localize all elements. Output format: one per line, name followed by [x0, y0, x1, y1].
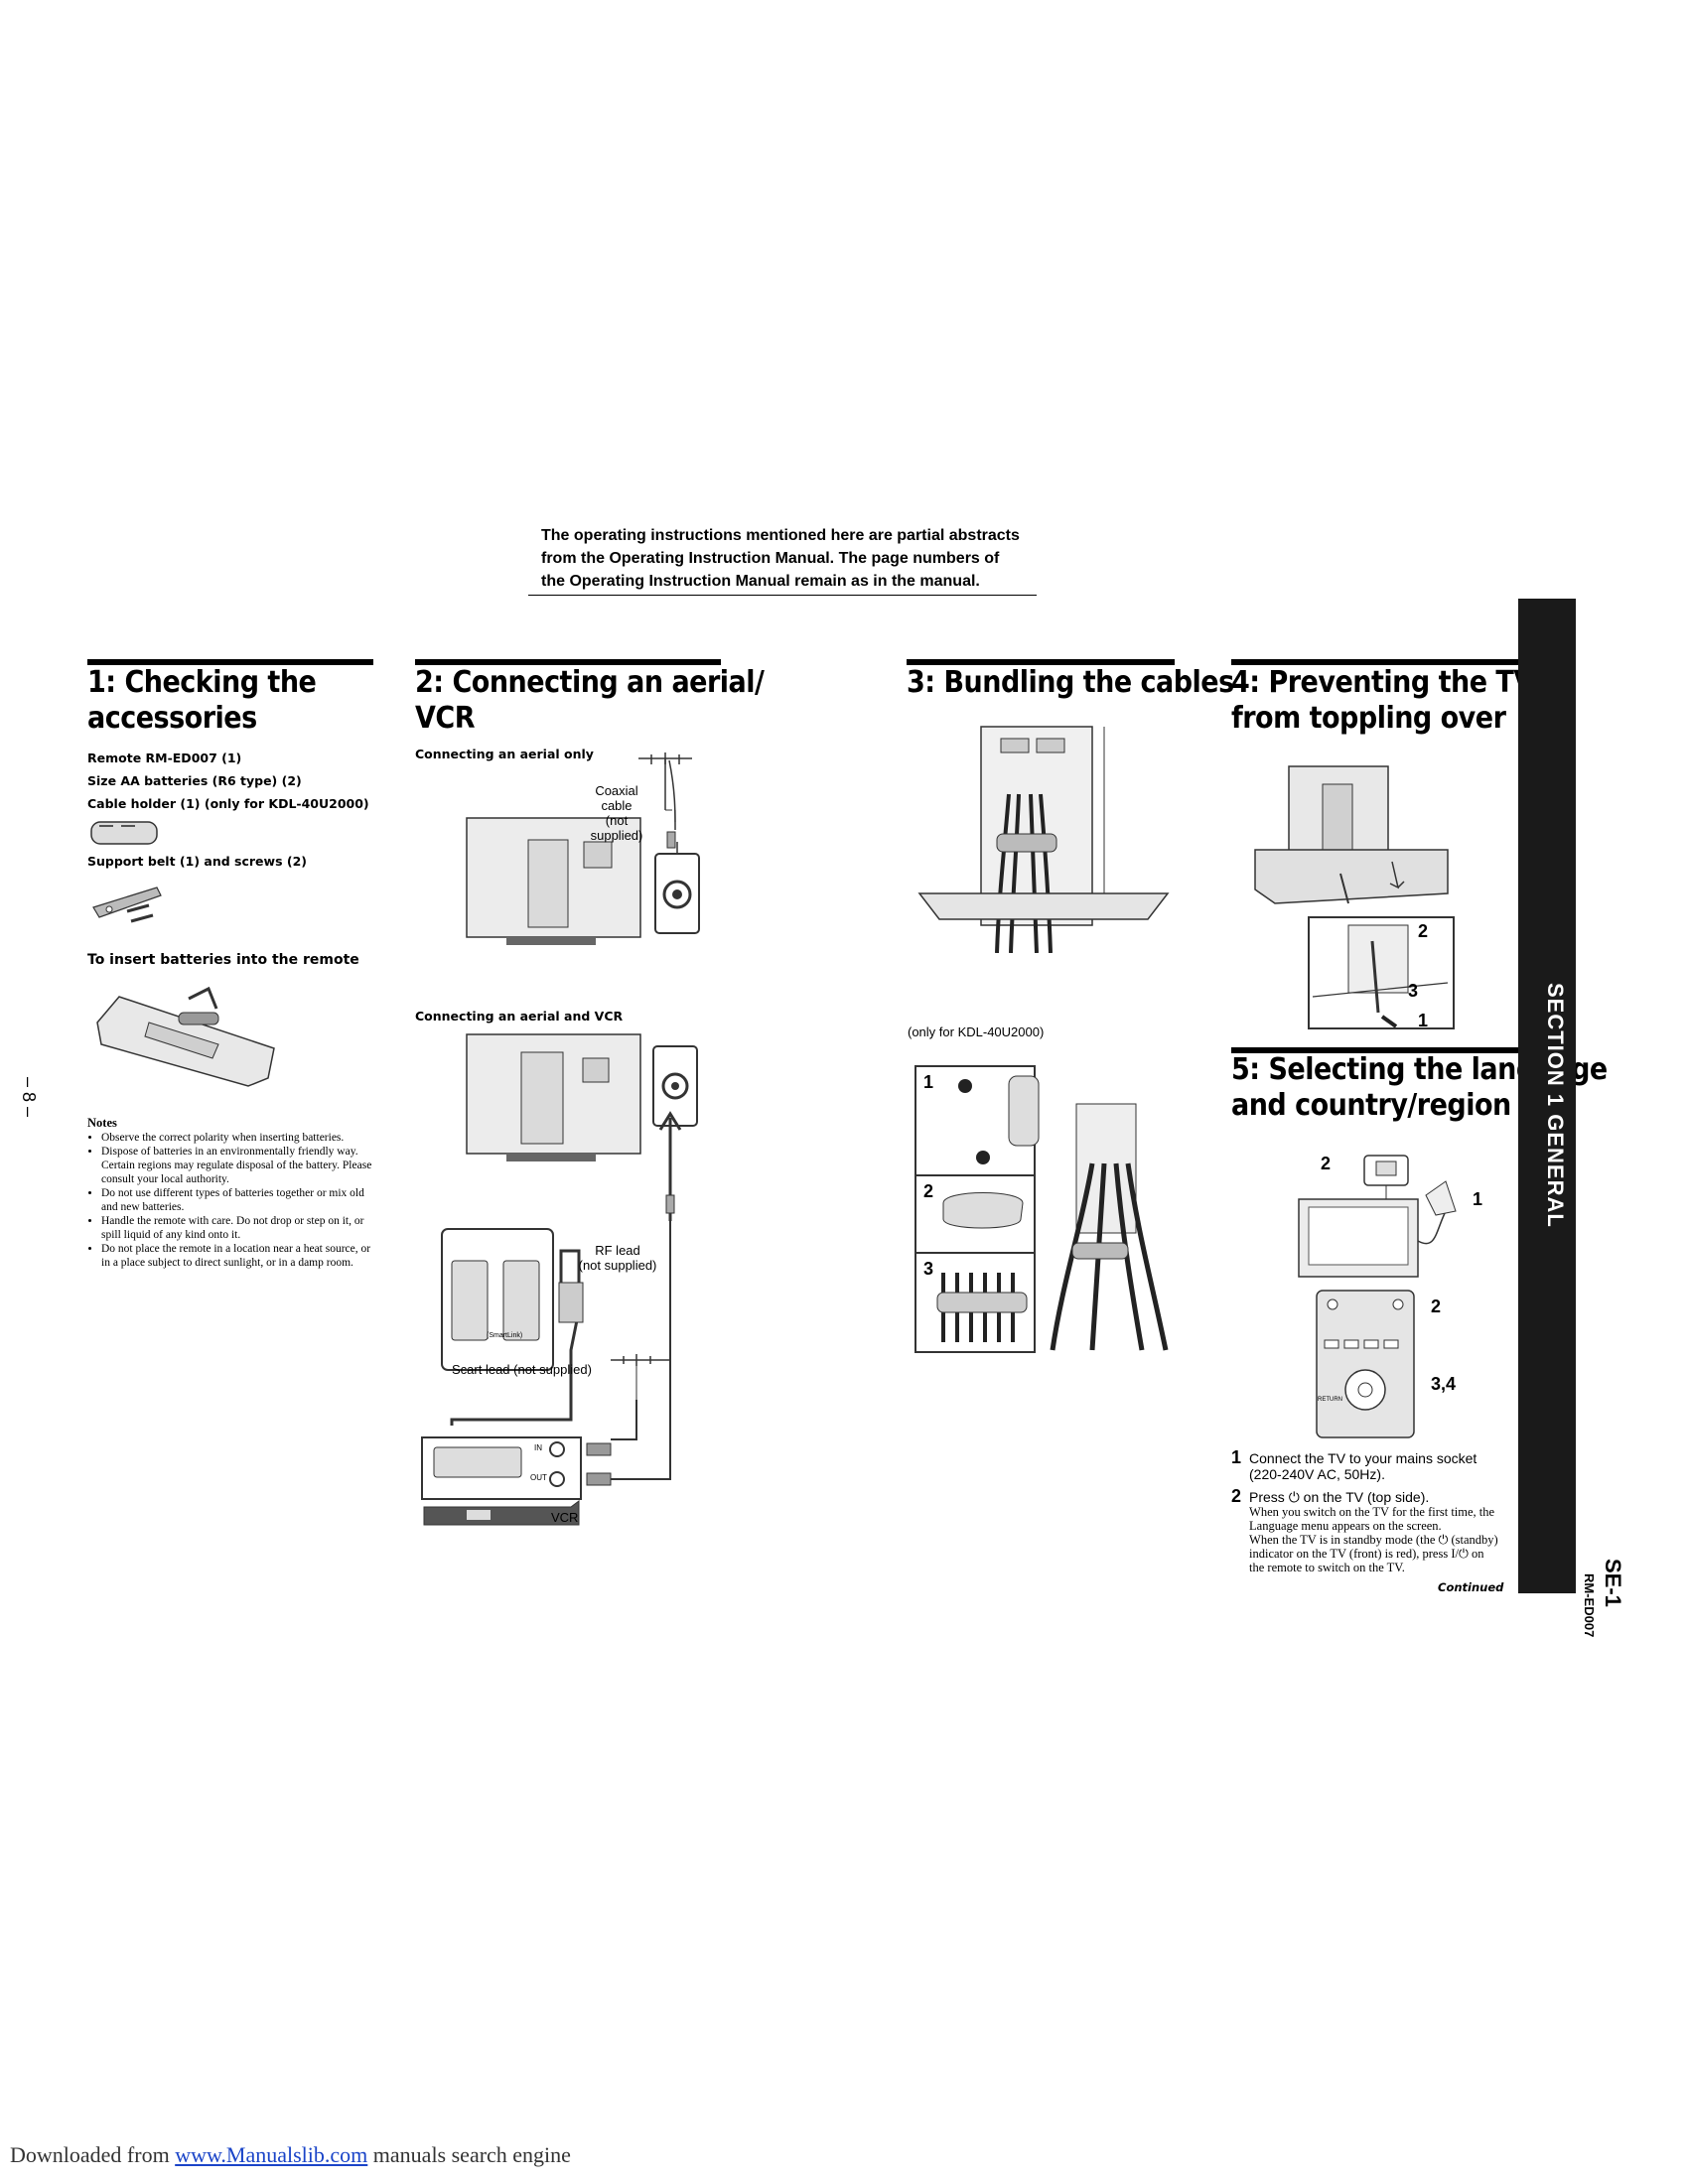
cable-holder-steps-diagram	[914, 1064, 1176, 1356]
support-belt-item: Support belt (1) and screws (2)	[87, 850, 307, 873]
title-line: 4: Preventing the TV	[1231, 665, 1534, 701]
text-line: indicator on the TV (front) is red), pre…	[1249, 1547, 1498, 1561]
text-line: When you switch on the TV for the first …	[1249, 1505, 1498, 1519]
title-line: from toppling over	[1231, 701, 1534, 737]
section4-title: 4: Preventing the TV from toppling over	[1231, 665, 1534, 737]
page-number-left: – 8 –	[18, 1077, 39, 1117]
coax-label: Coaxial cable (not supplied)	[579, 783, 654, 843]
text-line: (220-240V AC, 50Hz).	[1249, 1466, 1477, 1482]
notes-list: Observe the correct polarity when insert…	[87, 1131, 377, 1270]
title-line: 1: Checking the	[87, 665, 316, 701]
rf-lead-label: RF lead (not supplied)	[578, 1243, 657, 1273]
cable-holder-illustration	[85, 816, 165, 852]
download-footer: Downloaded from www.Manualslib.com manua…	[10, 2142, 571, 2168]
bundled-cables-diagram	[910, 725, 1180, 953]
label-line: (not supplied)	[578, 1258, 657, 1273]
anti-topple-callout: 2	[1418, 921, 1428, 942]
footer-prefix: Downloaded from	[10, 2142, 175, 2167]
text-line: Language menu appears on the screen.	[1249, 1519, 1498, 1533]
manualslib-link[interactable]: www.Manualslib.com	[175, 2142, 367, 2167]
section-sidebar-label: SECTION 1 GENERAL	[1528, 983, 1568, 1231]
setup-callout: 2	[1431, 1297, 1441, 1317]
remote-batteries-illustration	[89, 983, 288, 1092]
page-number-right: SE-1	[1600, 1559, 1625, 1607]
title-line: accessories	[87, 701, 316, 737]
list-item: Size AA batteries (R6 type) (2)	[87, 769, 385, 792]
intro-note: The operating instructions mentioned her…	[541, 524, 1038, 593]
text-line: the remote to switch on the TV.	[1249, 1561, 1498, 1574]
intro-line: The operating instructions mentioned her…	[541, 524, 1038, 547]
only-for-label: (only for KDL-40U2000)	[908, 1024, 1044, 1039]
step-detail: When you switch on the TV for the first …	[1249, 1505, 1498, 1574]
anti-topple-callout: 1	[1418, 1011, 1428, 1031]
label-line: RF lead	[578, 1243, 657, 1258]
step-number: 2	[1231, 1486, 1241, 1574]
in-label: IN	[534, 1443, 542, 1452]
list-item: Handle the remote with care. Do not drop…	[101, 1214, 377, 1242]
notes-block: Notes Observe the correct polarity when …	[87, 1116, 377, 1270]
anti-topple-callout: 3	[1408, 981, 1418, 1002]
step-body: Press ⏻ on the TV (top side). When you s…	[1249, 1486, 1498, 1574]
title-line: 2: Connecting an aerial/	[415, 665, 764, 701]
intro-divider	[528, 595, 1037, 596]
vcr-label: VCR	[551, 1510, 578, 1525]
out-label: OUT	[530, 1473, 547, 1482]
cable-step-label: 2	[923, 1181, 933, 1202]
anti-topple-diagram	[1253, 754, 1462, 1032]
list-item: Observe the correct polarity when insert…	[101, 1131, 377, 1145]
step-text: Press ⏻ on the TV (top side).	[1249, 1489, 1498, 1505]
setup-callout: 3,4	[1431, 1374, 1456, 1395]
step-text: Connect the TV to your mains socket (220…	[1249, 1447, 1477, 1482]
list-item: Remote RM-ED007 (1)	[87, 747, 385, 769]
list-item: 1 Connect the TV to your mains socket (2…	[1231, 1447, 1519, 1482]
setup-steps: 1 Connect the TV to your mains socket (2…	[1231, 1447, 1519, 1574]
support-belt-illustration	[87, 878, 177, 927]
remote-return-label: RETURN	[1318, 1397, 1342, 1403]
cable-step-label: 3	[923, 1259, 933, 1280]
aerial-vcr-heading: Connecting an aerial and VCR	[415, 1009, 623, 1024]
accessories-list: Remote RM-ED007 (1) Size AA batteries (R…	[87, 747, 385, 815]
intro-line: the Operating Instruction Manual remain …	[541, 570, 1038, 593]
step-number: 1	[1231, 1447, 1241, 1482]
cable-step-label: 1	[923, 1072, 933, 1093]
intro-line: from the Operating Instruction Manual. T…	[541, 547, 1038, 570]
text-line: When the TV is in standby mode (the ⏻ (s…	[1249, 1533, 1498, 1547]
model-number: RM-ED007	[1582, 1573, 1597, 1637]
setup-callout: 2	[1321, 1154, 1331, 1174]
list-item: 2 Press ⏻ on the TV (top side). When you…	[1231, 1486, 1519, 1574]
text-line: Connect the TV to your mains socket	[1249, 1450, 1477, 1466]
list-item: Do not place the remote in a location ne…	[101, 1242, 377, 1270]
setup-callout: 1	[1473, 1189, 1482, 1210]
label-line: Coaxial cable	[579, 783, 654, 813]
footer-suffix: manuals search engine	[367, 2142, 571, 2167]
smartlink-label: (SmartLink)	[487, 1332, 522, 1339]
scart-lead-label: Scart lead (not supplied)	[452, 1362, 592, 1377]
aerial-vcr-diagram	[412, 1023, 710, 1539]
title-line: VCR	[415, 701, 764, 737]
notes-title: Notes	[87, 1116, 377, 1131]
language-setup-diagram	[1287, 1152, 1466, 1439]
list-item: Do not use different types of batteries …	[101, 1186, 377, 1214]
section3-title: 3: Bundling the cables	[907, 665, 1234, 701]
label-line: (not supplied)	[579, 813, 654, 843]
list-item: Cable holder (1) (only for KDL-40U2000)	[87, 792, 385, 815]
continued-label: Continued	[1438, 1580, 1503, 1594]
list-item: Dispose of batteries in an environmental…	[101, 1145, 377, 1186]
batteries-heading: To insert batteries into the remote	[87, 952, 359, 968]
section1-title: 1: Checking the accessories	[87, 665, 316, 737]
section2-title: 2: Connecting an aerial/ VCR	[415, 665, 764, 737]
